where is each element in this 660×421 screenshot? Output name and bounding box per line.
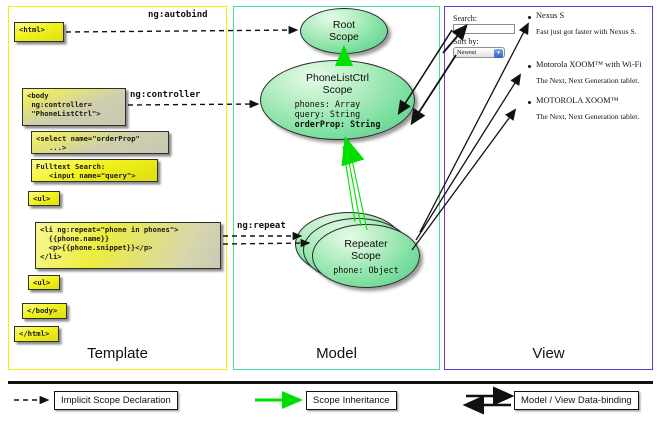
ng-controller-label: ng:controller [130, 90, 201, 100]
phonelistctrl-scope-title-2: Scope [322, 83, 353, 96]
phone-snippet: The Next, Next Generation tablet. [536, 112, 640, 121]
repeater-scope-title-1: Repeater [344, 237, 388, 250]
select-box: <select name="orderProp" ...> [31, 131, 169, 154]
list-item: Nexus S Fast just got faster with Nexus … [536, 10, 654, 37]
edge-binding-phone-3 [411, 108, 517, 251]
scope-prop-phones: phones: Array [294, 98, 361, 109]
repeater-scope-title-2: Scope [351, 249, 381, 262]
scope-prop-orderprop: orderProp: String [294, 118, 381, 129]
phone-name: MOTOROLA XOOM™ [536, 96, 619, 105]
phonelistctrl-scope-title-1: PhoneListCtrl [305, 71, 370, 84]
list-bullet [528, 16, 531, 19]
legend-data-binding: Model / View Data-binding [514, 391, 639, 410]
legend-scope-inheritance: Scope Inheritance [306, 391, 397, 410]
scope-prop-phone: phone: Object [333, 264, 399, 275]
body-open-box: <body ng:controller= "PhoneListCtrl"> [22, 88, 126, 126]
ng-autobind-label: ng:autobind [148, 10, 208, 20]
chevron-down-icon: ▾ [494, 49, 503, 58]
column-label-template: Template [87, 345, 148, 362]
edge-ng-repeat-2 [222, 238, 311, 248]
search-label: Search: [453, 14, 477, 23]
column-view [444, 6, 653, 370]
edge-ng-controller [127, 99, 260, 109]
list-item: Motorola XOOM™ with Wi-Fi The Next, Next… [536, 59, 656, 86]
phone-snippet: Fast just got faster with Nexus S. [536, 27, 637, 36]
ng-repeat-label: ng:repeat [237, 221, 286, 231]
edge-binding-phone-1 [419, 22, 529, 233]
sort-by-label: Sort by: [453, 37, 479, 46]
phone-name: Motorola XOOM™ with Wi-Fi [536, 60, 642, 69]
column-label-view: View [532, 345, 565, 362]
edge-binding-phone-2 [415, 73, 522, 241]
list-bullet [528, 101, 531, 104]
edge-inheritance-repeat-head [341, 136, 365, 167]
li-repeat-box: <li ng:repeat="phone in phones"> {{phone… [35, 222, 221, 269]
edge-binding-orderprop-in [410, 54, 457, 126]
edge-binding-query-out [442, 23, 468, 54]
ul-open-box: <ul> [28, 191, 60, 206]
html-close-box: </html> [14, 326, 59, 342]
list-item: MOTOROLA XOOM™ The Next, Next Generation… [536, 95, 656, 122]
body-close-box: </body> [22, 303, 67, 319]
edge-binding-query-in [397, 29, 453, 116]
sort-by-value: Newest [457, 49, 477, 56]
ul-close-box: <ul> [28, 275, 60, 290]
scope-prop-query: query: String [294, 108, 361, 119]
column-label-model: Model [316, 345, 357, 362]
legend-implicit-scope: Implicit Scope Declaration [54, 391, 178, 410]
phonelistctrl-scope: PhoneListCtrl Scope phones: Array query:… [260, 60, 415, 140]
phone-name: Nexus S [536, 11, 565, 20]
phone-snippet: The Next, Next Generation tablet. [536, 76, 640, 85]
root-scope-title-1: Root [332, 19, 356, 31]
edge-ng-autobind [65, 25, 299, 35]
sort-by-select[interactable]: Newest ▾ [453, 47, 505, 58]
list-bullet [528, 65, 531, 68]
legend-divider [8, 381, 653, 384]
root-scope-title-2: Scope [329, 31, 359, 43]
fulltext-search-box: Fulltext Search: <input name="query"> [31, 159, 158, 182]
repeater-scope: Repeater Scope phone: Object [312, 224, 420, 288]
html-open-box: <html> [14, 22, 64, 42]
